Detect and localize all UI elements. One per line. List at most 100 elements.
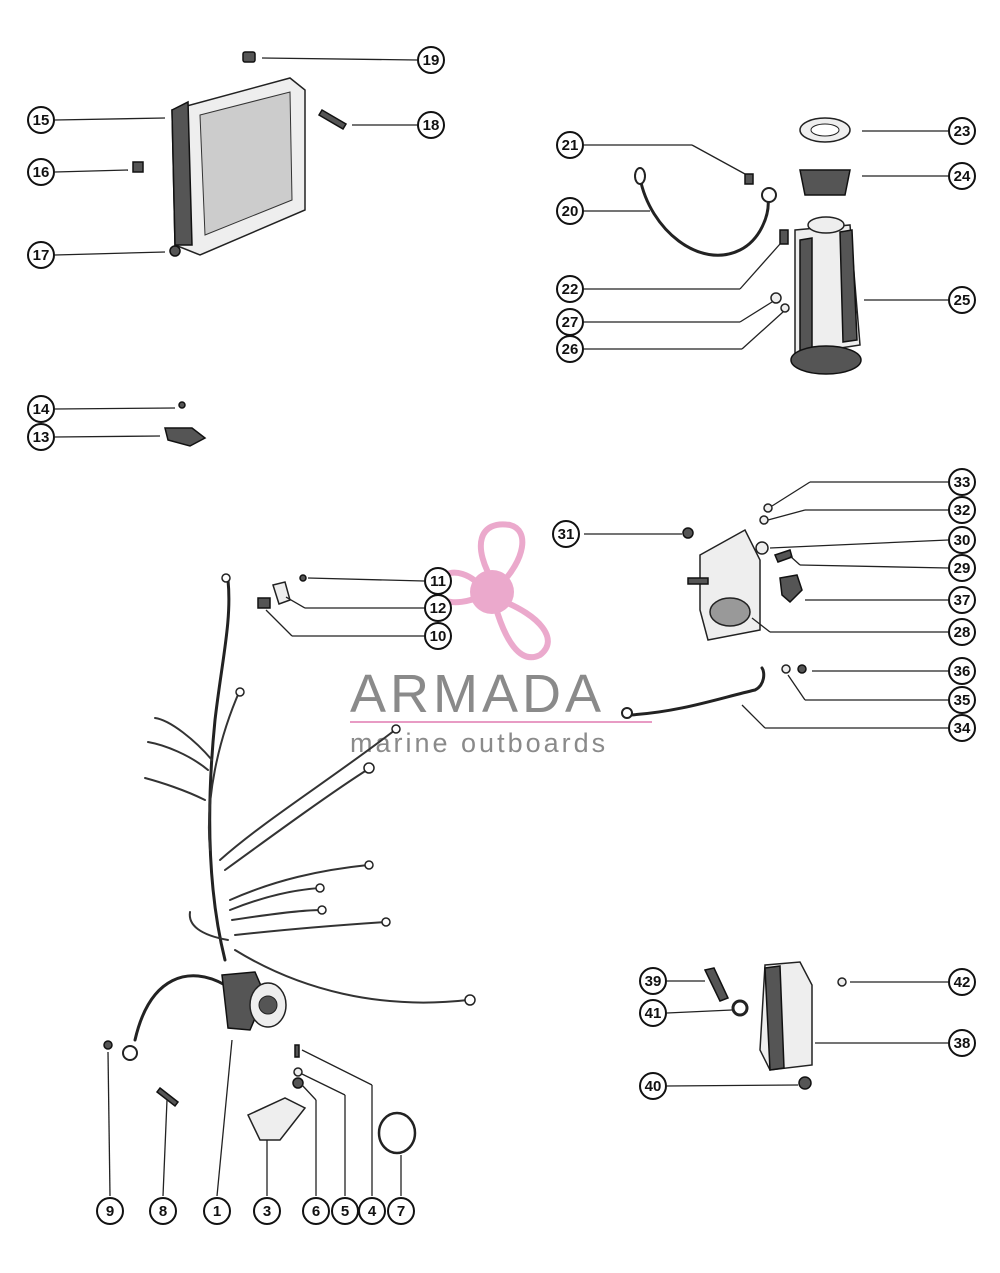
wiring-harness — [122, 573, 476, 1061]
callout-9[interactable]: 9 — [96, 1197, 124, 1225]
solenoid — [687, 528, 761, 641]
svg-text:10: 10 — [430, 628, 447, 645]
washer-30 — [755, 541, 769, 555]
clip-12 — [272, 581, 291, 605]
svg-text:32: 32 — [954, 502, 971, 519]
callout-7[interactable]: 7 — [387, 1197, 415, 1225]
logo-title: ARMADA — [350, 664, 605, 724]
washer-32 — [759, 515, 769, 525]
screw-4 — [294, 1044, 300, 1058]
screw-11 — [299, 574, 307, 582]
svg-text:30: 30 — [954, 532, 971, 549]
svg-text:4: 4 — [368, 1203, 377, 1220]
svg-text:33: 33 — [954, 474, 971, 491]
callout-31[interactable]: 31 — [552, 520, 580, 548]
svg-text:21: 21 — [562, 137, 579, 154]
callout-16[interactable]: 16 — [27, 158, 55, 186]
battery-cable-20 — [634, 167, 777, 257]
svg-text:6: 6 — [312, 1203, 320, 1220]
svg-text:12: 12 — [430, 600, 447, 617]
svg-text:41: 41 — [645, 1005, 662, 1022]
callout-11[interactable]: 11 — [424, 567, 452, 595]
callout-3[interactable]: 3 — [253, 1197, 281, 1225]
callout-4[interactable]: 4 — [358, 1197, 386, 1225]
bolt-39 — [703, 967, 730, 1002]
svg-text:28: 28 — [954, 624, 971, 641]
callouts: 1 3 4 5 6 7 8 9 10 11 12 13 14 15 16 17 … — [27, 46, 976, 1225]
callout-17[interactable]: 17 — [27, 241, 55, 269]
svg-text:24: 24 — [954, 168, 971, 185]
nut-40 — [798, 1076, 812, 1090]
svg-text:15: 15 — [33, 112, 50, 129]
svg-text:36: 36 — [954, 663, 971, 680]
callout-1[interactable]: 1 — [203, 1197, 231, 1225]
callout-15[interactable]: 15 — [27, 106, 55, 134]
callout-10[interactable]: 10 — [424, 622, 452, 650]
nut-16 — [132, 161, 144, 173]
callout-38[interactable]: 38 — [948, 1029, 976, 1057]
svg-text:25: 25 — [954, 292, 971, 309]
collar-24 — [799, 169, 851, 196]
callout-20[interactable]: 20 — [556, 197, 584, 225]
callout-19[interactable]: 19 — [417, 46, 445, 74]
callout-40[interactable]: 40 — [639, 1072, 667, 1100]
svg-text:11: 11 — [430, 573, 446, 590]
starter-motor — [790, 216, 862, 375]
svg-text:7: 7 — [397, 1203, 405, 1220]
callout-41[interactable]: 41 — [639, 999, 667, 1027]
svg-text:5: 5 — [341, 1203, 349, 1220]
callout-5[interactable]: 5 — [331, 1197, 359, 1225]
callout-32[interactable]: 32 — [948, 496, 976, 524]
rectifier — [759, 961, 813, 1071]
svg-text:34: 34 — [954, 720, 971, 737]
nut-9 — [103, 1040, 113, 1050]
callout-8[interactable]: 8 — [149, 1197, 177, 1225]
callout-22[interactable]: 22 — [556, 275, 584, 303]
callout-12[interactable]: 12 — [424, 594, 452, 622]
callout-29[interactable]: 29 — [948, 554, 976, 582]
callout-24[interactable]: 24 — [948, 162, 976, 190]
callout-33[interactable]: 33 — [948, 468, 976, 496]
callout-27[interactable]: 27 — [556, 308, 584, 336]
callout-28[interactable]: 28 — [948, 618, 976, 646]
nut-42 — [837, 977, 847, 987]
washer-26 — [780, 303, 790, 313]
callout-39[interactable]: 39 — [639, 967, 667, 995]
logo-subtitle: marine outboards — [350, 728, 608, 758]
svg-text:37: 37 — [954, 592, 971, 609]
bracket-22 — [779, 229, 789, 245]
svg-text:29: 29 — [954, 560, 971, 577]
svg-text:31: 31 — [558, 526, 575, 543]
callout-26[interactable]: 26 — [556, 335, 584, 363]
callout-18[interactable]: 18 — [417, 111, 445, 139]
callout-35[interactable]: 35 — [948, 686, 976, 714]
callout-34[interactable]: 34 — [948, 714, 976, 742]
callout-37[interactable]: 37 — [948, 586, 976, 614]
nut-19 — [242, 51, 256, 63]
svg-text:26: 26 — [562, 341, 579, 358]
callout-13[interactable]: 13 — [27, 423, 55, 451]
svg-text:42: 42 — [954, 974, 971, 991]
screw-8 — [155, 1086, 180, 1108]
svg-text:39: 39 — [645, 973, 662, 990]
washer-41 — [731, 999, 749, 1017]
svg-text:23: 23 — [954, 123, 971, 140]
callout-30[interactable]: 30 — [948, 526, 976, 554]
svg-text:40: 40 — [645, 1078, 662, 1095]
washer-5 — [293, 1067, 303, 1077]
armada-logo: ARMADA marine outboards — [350, 521, 652, 758]
svg-text:17: 17 — [33, 247, 50, 264]
callout-6[interactable]: 6 — [302, 1197, 330, 1225]
svg-text:18: 18 — [423, 117, 440, 134]
screw-31 — [682, 527, 694, 539]
nut-36 — [797, 664, 807, 674]
callout-42[interactable]: 42 — [948, 968, 976, 996]
callout-36[interactable]: 36 — [948, 657, 976, 685]
callout-21[interactable]: 21 — [556, 131, 584, 159]
callout-23[interactable]: 23 — [948, 117, 976, 145]
svg-text:14: 14 — [33, 401, 50, 418]
callout-25[interactable]: 25 — [948, 286, 976, 314]
bolt-29 — [773, 549, 793, 563]
svg-text:27: 27 — [562, 314, 579, 331]
callout-14[interactable]: 14 — [27, 395, 55, 423]
